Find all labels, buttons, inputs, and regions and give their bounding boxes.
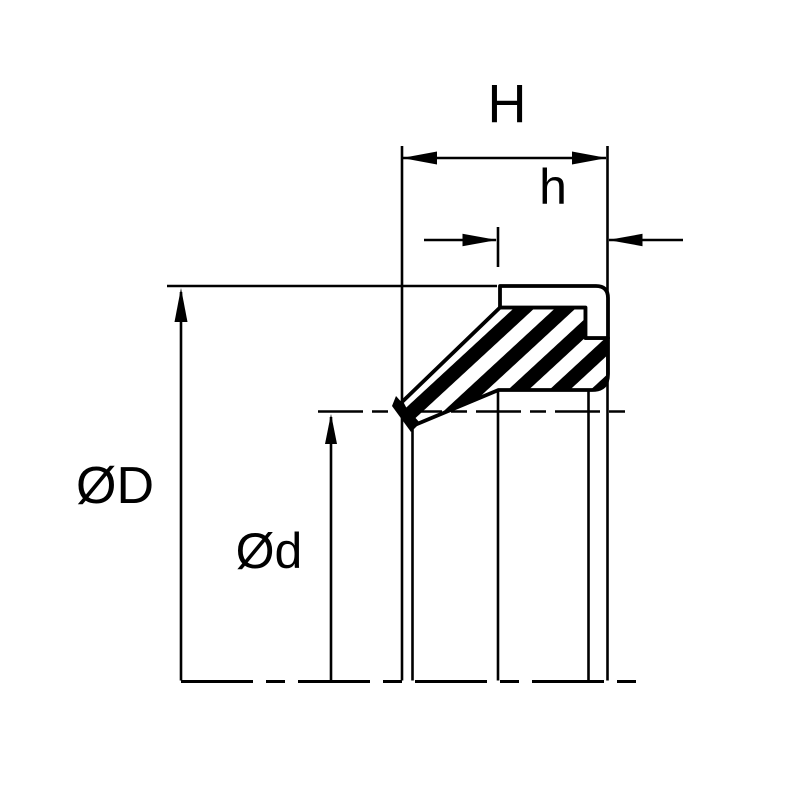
label-H: H — [488, 74, 527, 134]
arrow-Od-up — [325, 414, 337, 444]
arrow-H-right — [572, 151, 607, 165]
label-OD: ØD — [76, 457, 154, 515]
arrow-h-left — [462, 233, 497, 247]
extension-lines — [167, 146, 609, 681]
dimension-lines — [174, 151, 683, 681]
arrow-H-left — [402, 151, 437, 165]
label-Od: Ød — [236, 523, 303, 579]
seal-lip-tip — [392, 396, 420, 432]
label-h: h — [539, 159, 567, 215]
arrow-OD-up — [174, 288, 188, 322]
arrow-h-right — [608, 233, 643, 247]
seal-case — [498, 284, 610, 340]
